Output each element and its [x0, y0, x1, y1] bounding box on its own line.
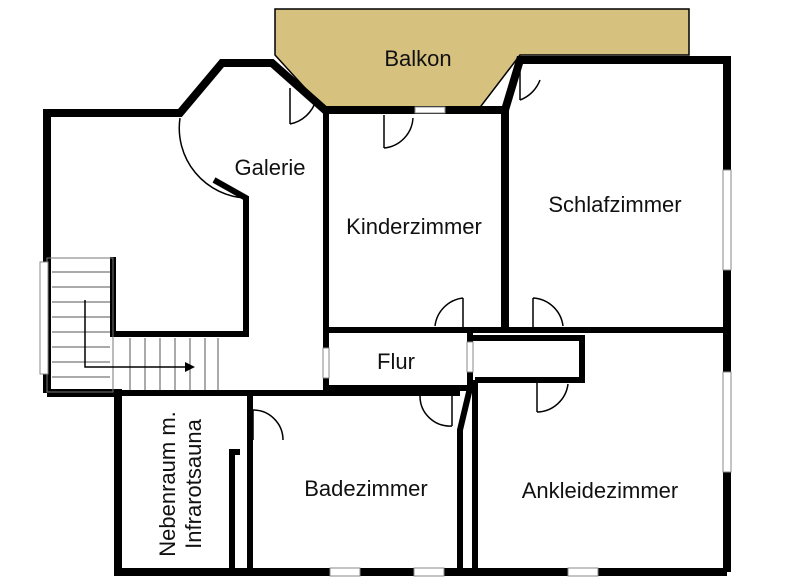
- label-kinderzimmer: Kinderzimmer: [346, 214, 482, 239]
- label-galerie: Galerie: [235, 155, 306, 180]
- window-flur-left: [322, 347, 330, 379]
- label-schlafzimmer: Schlafzimmer: [548, 192, 681, 217]
- window-bottom-1: [329, 567, 361, 577]
- label-flur: Flur: [377, 349, 415, 374]
- window-left: [39, 261, 49, 375]
- window-schlaf: [722, 169, 732, 271]
- label-balkon: Balkon: [384, 46, 451, 71]
- label-nebenraum-line1: Nebenraum m.: [155, 411, 180, 557]
- window-bottom-3: [567, 567, 599, 577]
- door-galerie-arc: [178, 117, 247, 199]
- label-badezimmer: Badezimmer: [304, 476, 427, 501]
- windows: [39, 106, 732, 577]
- doors: [178, 66, 569, 441]
- window-balkon-door: [414, 106, 446, 114]
- balkon-area: [274, 8, 690, 111]
- window-ankleide: [722, 371, 732, 473]
- staircase: [46, 257, 219, 393]
- label-ankleidezimmer: Ankleidezimmer: [522, 478, 679, 503]
- window-bottom-2: [413, 567, 445, 577]
- stair-arrow: [84, 300, 185, 368]
- label-nebenraum-line2: Infrarotsauna: [181, 418, 206, 548]
- window-flur-right: [466, 341, 474, 373]
